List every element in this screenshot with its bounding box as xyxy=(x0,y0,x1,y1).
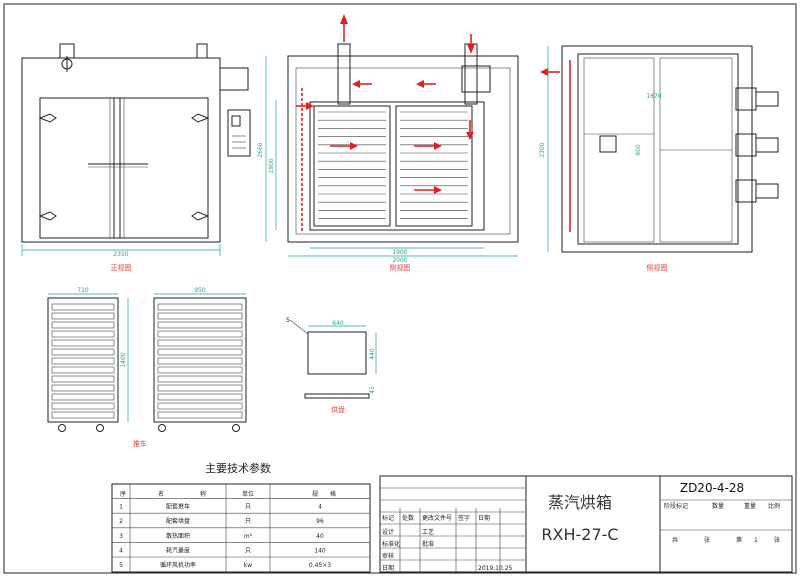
spec-unit: 只 xyxy=(245,504,251,511)
product-name: 蒸汽烘箱 xyxy=(548,493,612,512)
spec-header-no: 序 xyxy=(120,490,126,498)
spec-value: 40 xyxy=(316,533,324,540)
title-block-right-cell: 重量 xyxy=(744,502,756,510)
front-width-dim: 2350 xyxy=(113,251,128,258)
spec-value: 4 xyxy=(318,504,322,511)
spec-no: 2 xyxy=(119,518,123,525)
title-block-cell: 日期 xyxy=(382,564,394,572)
title-block-cell: 批准 xyxy=(422,540,434,548)
title-block-right-cell: 数量 xyxy=(712,502,724,510)
rear-top-dim: 1670 xyxy=(646,93,661,100)
title-block-right-cell: 1 xyxy=(754,537,758,544)
spec-unit: kw xyxy=(244,562,252,569)
spec-header-name-a: 名 xyxy=(158,490,164,498)
cart-label: 推车 xyxy=(133,439,147,448)
product-model: RXH-27-C xyxy=(541,525,618,544)
spec-no: 3 xyxy=(119,533,123,540)
side-height-dim: 2660 xyxy=(257,142,264,157)
side-inner-width-dim: 1900 xyxy=(392,249,407,256)
spec-name: 散热面积 xyxy=(166,532,190,540)
title-block-cell: 日期 xyxy=(478,514,490,522)
rear-view-label: 侧视图 xyxy=(647,263,668,272)
tray-thickness: 45 xyxy=(369,386,376,394)
title-block-cell: 标记 xyxy=(382,514,394,522)
drawing-border xyxy=(3,3,797,574)
tray-height: 440 xyxy=(369,348,376,360)
spec-value: 140 xyxy=(314,547,326,554)
title-block-right-cell: 张 xyxy=(704,536,710,544)
title-block-cell: 2019.10.25 xyxy=(478,565,513,572)
title-block-cell: 处数 xyxy=(402,514,414,522)
rack-right xyxy=(395,105,473,227)
spec-value: 96 xyxy=(316,518,324,525)
title-block-right-cell: 阶段标记 xyxy=(664,502,688,510)
spec-unit: m² xyxy=(244,533,253,540)
spec-name: 循环风机功率 xyxy=(160,561,196,569)
cart-views: 710 950 1400 推车 xyxy=(47,287,247,448)
spec-no: 1 xyxy=(119,504,123,511)
spec-name: 配套推车 xyxy=(166,503,190,511)
tray-width: 640 xyxy=(332,320,344,327)
title-block-cell: 更改文件号 xyxy=(422,514,452,522)
spec-name: 配套烘盘 xyxy=(166,517,190,525)
title-block-cell: 标准化 xyxy=(382,540,400,548)
title-block-cell: 审核 xyxy=(382,552,394,560)
spec-header-spec-b: 格 xyxy=(330,490,336,498)
spec-no: 4 xyxy=(119,547,123,554)
side-view-label: 侧视图 xyxy=(390,263,411,272)
tray-view: 5 640 440 45 烘盘 xyxy=(286,317,377,414)
drawing-number: ZD20-4-28 xyxy=(680,481,744,495)
side-view: 2660 1900 1900 2000 侧视图 xyxy=(257,14,519,272)
front-view-label: 正视图 xyxy=(111,263,132,272)
side-width-dim: 2000 xyxy=(392,257,407,264)
title-block-right-cell: 张 xyxy=(774,536,780,544)
cart-height: 1400 xyxy=(120,352,127,367)
rear-mid-dim: 900 xyxy=(635,144,642,156)
tray-part-no: 5 xyxy=(286,317,290,324)
tray-label: 烘盘 xyxy=(331,405,345,414)
title-block-right-cell: 比例 xyxy=(768,502,780,510)
rear-view: 2300 1670 900 侧视图 xyxy=(539,45,779,272)
spec-table-title: 主要技术参数 xyxy=(205,461,271,475)
cart-width-left: 710 xyxy=(77,287,89,294)
spec-value: 0.45×3 xyxy=(309,562,331,569)
title-block: 蒸汽烘箱 RXH-27-C ZD20-4-28 标记处数更改文件号签字日期设计标… xyxy=(379,475,793,573)
spec-header-unit: 单位 xyxy=(242,490,254,498)
spec-unit: 只 xyxy=(245,518,251,525)
spec-no: 5 xyxy=(119,562,123,569)
title-block-right-cell: 共 xyxy=(672,536,678,544)
rack-left xyxy=(313,105,391,227)
title-block-cell: 设计 xyxy=(382,528,394,536)
spec-header-name-b: 称 xyxy=(200,490,206,498)
spec-name: 耗汽量度 xyxy=(166,546,190,554)
front-view: 2350 正视图 xyxy=(21,43,251,272)
rear-height-dim: 2300 xyxy=(539,142,546,157)
cart-width-right: 950 xyxy=(194,287,206,294)
spec-header-spec-a: 规 xyxy=(312,490,318,498)
spec-unit: 只 xyxy=(245,547,251,554)
title-block-right-cell: 第 xyxy=(736,536,742,544)
title-block-cell: 签字 xyxy=(458,514,470,522)
title-block-cell: 工艺 xyxy=(422,528,434,536)
side-inner-height-dim: 1900 xyxy=(268,158,275,173)
